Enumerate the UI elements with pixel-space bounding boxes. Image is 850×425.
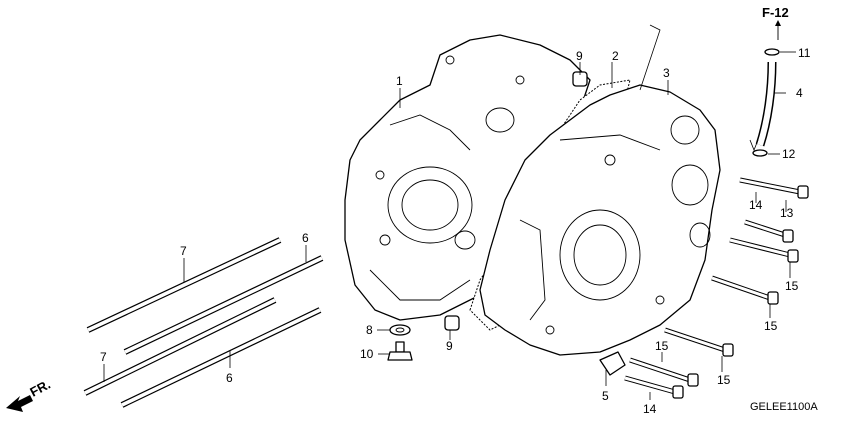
callout-3: 3: [663, 66, 670, 80]
leader-lines: [103, 24, 796, 400]
callout-15-b: 15: [764, 319, 778, 333]
callout-9-upper: 9: [576, 49, 583, 63]
callout-13: 13: [780, 206, 794, 220]
callout-15-d: 15: [655, 339, 669, 353]
callout-9-lower: 9: [446, 339, 453, 353]
flange-bolts: [599, 177, 809, 399]
callout-2: 2: [612, 49, 619, 63]
callout-labels: 1 2 3 4 5 6 6 7 7 8 9 9 10 11 12 13 14 1…: [100, 46, 811, 416]
drain-plug-assembly: [387, 71, 588, 361]
callout-10: 10: [360, 347, 374, 361]
callout-14-lower: 14: [643, 402, 657, 416]
callout-15-a: 15: [785, 279, 799, 293]
callout-11: 11: [798, 46, 811, 60]
callout-8: 8: [366, 323, 373, 337]
breather-tube: [752, 20, 781, 157]
callout-7-lower: 7: [100, 350, 107, 364]
front-direction-marker: FR.: [6, 377, 53, 412]
callout-7-upper: 7: [180, 244, 187, 258]
callout-1: 1: [396, 74, 403, 88]
callout-6-upper: 6: [302, 231, 309, 245]
front-label: FR.: [27, 377, 53, 400]
callout-6-lower: 6: [226, 371, 233, 385]
callout-4: 4: [796, 86, 803, 100]
diagram-code: GELEE1100A: [750, 401, 818, 413]
right-crankcase-half: [479, 84, 721, 356]
front-arrow-icon: [6, 395, 33, 412]
callout-14-upper: 14: [749, 198, 763, 212]
reference-label: F-12: [762, 5, 789, 20]
stud-bolts: [83, 237, 324, 408]
callout-12: 12: [782, 147, 796, 161]
callout-5: 5: [602, 389, 609, 403]
callout-15-c: 15: [717, 373, 731, 387]
